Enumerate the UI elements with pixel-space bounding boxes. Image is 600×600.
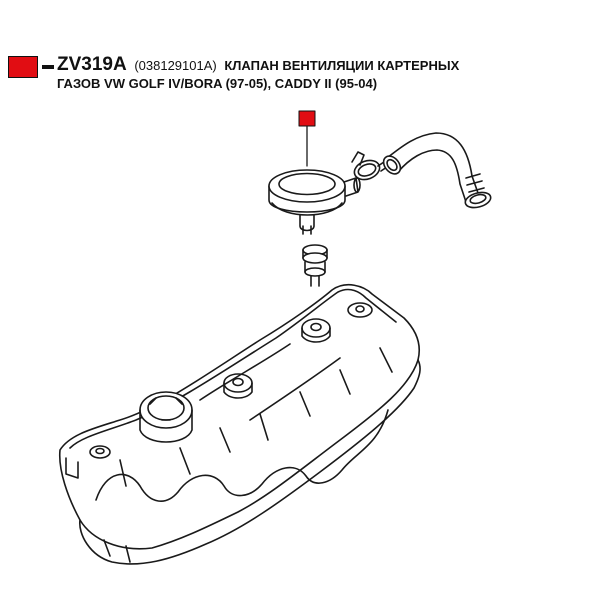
valve-cover-icon bbox=[58, 283, 421, 565]
title-text-1: КЛАПАН ВЕНТИЛЯЦИИ КАРТЕРНЫХ bbox=[224, 58, 460, 73]
callout-marker bbox=[298, 110, 316, 167]
marker-dash bbox=[42, 65, 54, 69]
pcv-valve-icon bbox=[268, 169, 361, 235]
grommet-icon bbox=[302, 244, 328, 287]
title-line-1: ZV319A (038129101A) КЛАПАН ВЕНТИЛЯЦИИ КА… bbox=[57, 54, 460, 75]
product-code: ZV319A bbox=[57, 54, 127, 75]
red-marker-square bbox=[8, 56, 38, 78]
oem-number: (038129101A) bbox=[134, 58, 217, 73]
breather-hose-icon bbox=[382, 132, 492, 209]
title-line-2: ГАЗОВ VW GOLF IV/BORA (97-05), CADDY II … bbox=[57, 76, 378, 91]
hose-clamp-icon bbox=[351, 151, 388, 181]
